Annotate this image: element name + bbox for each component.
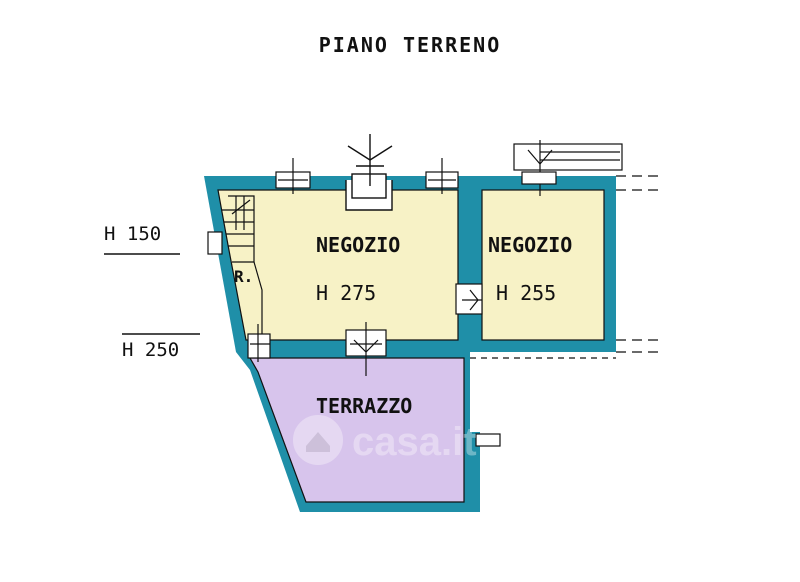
door-between-shops bbox=[455, 283, 483, 315]
window-top-left bbox=[275, 158, 311, 194]
watermark-text: casa.it bbox=[352, 420, 477, 464]
plan-title: PIANO TERRENO bbox=[319, 33, 502, 57]
watermark-logo-icon bbox=[293, 415, 343, 465]
house-icon bbox=[306, 432, 330, 452]
right-shop-floor bbox=[481, 189, 605, 341]
room-height-main-shop: H 275 bbox=[316, 281, 376, 305]
door-to-terrace bbox=[345, 322, 387, 376]
room-name-right-shop: NEGOZIO bbox=[488, 233, 572, 257]
room-name-main-shop: NEGOZIO bbox=[316, 233, 400, 257]
window-top-right bbox=[425, 158, 459, 194]
level-lower: H 250 bbox=[122, 339, 179, 361]
terrace-fixture bbox=[475, 433, 501, 447]
level-upper: H 150 bbox=[104, 223, 161, 245]
terrace-floor bbox=[248, 357, 465, 503]
room-name-terrace: TERRAZZO bbox=[316, 394, 412, 418]
entrance-steps-right bbox=[513, 140, 623, 196]
room-height-right-shop: H 255 bbox=[496, 281, 556, 305]
dashed-boundary-lines bbox=[470, 175, 660, 359]
staircase bbox=[222, 195, 263, 334]
door-top-main bbox=[345, 134, 393, 211]
side-door-left bbox=[207, 231, 271, 362]
watermark: casa.it bbox=[293, 415, 477, 465]
stair-label: R. bbox=[234, 267, 253, 286]
